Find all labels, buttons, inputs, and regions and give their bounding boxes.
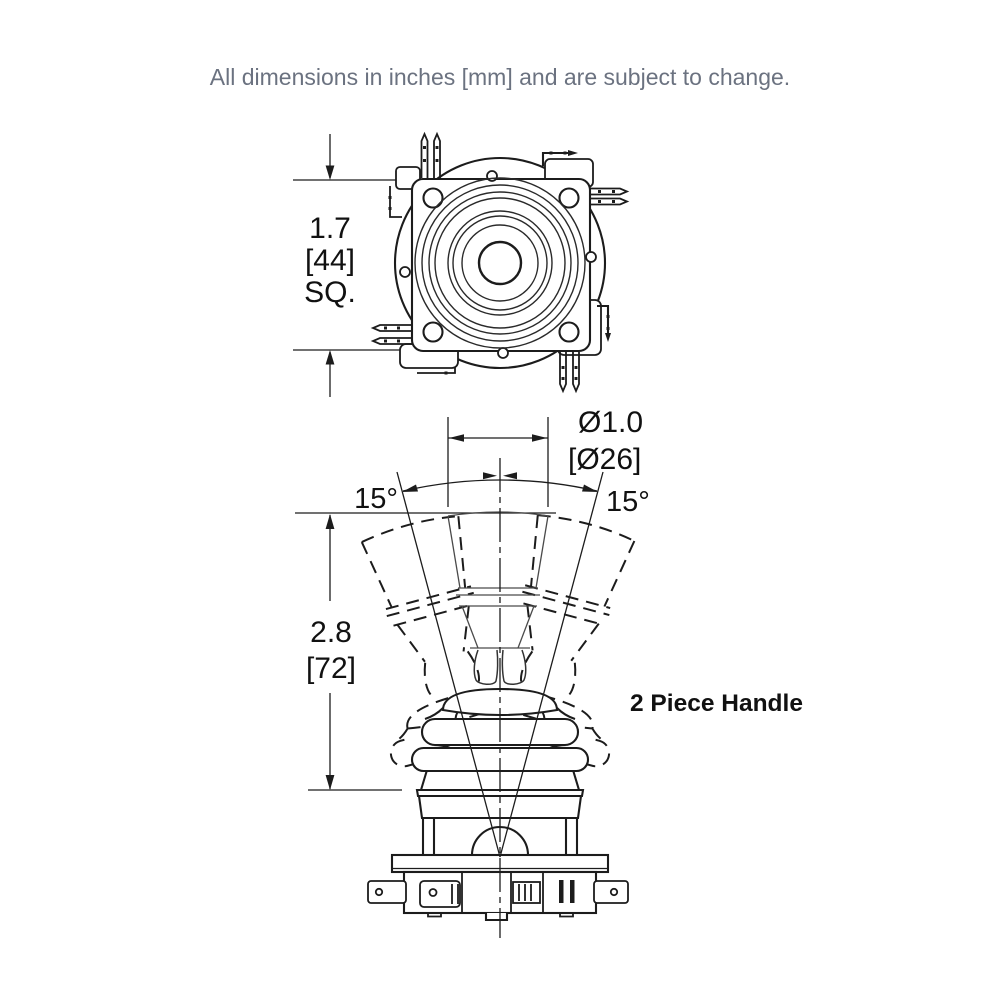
handle-center xyxy=(447,511,549,685)
flange-corner-holes xyxy=(422,187,580,343)
diameter-dimension xyxy=(447,417,549,507)
base-assembly xyxy=(367,788,629,922)
rubber-boot xyxy=(410,687,590,791)
construction-lines xyxy=(396,458,604,938)
side-view-texts: Ø1.0 [Ø26] 15° 15° 2.8 [72] 2 Piece Hand… xyxy=(306,406,803,717)
top-view: 1.7 [44] SQ. xyxy=(293,131,630,397)
dim-square-mm: [44] xyxy=(305,244,355,277)
center-bore xyxy=(477,240,523,286)
terminal-pins xyxy=(370,131,630,394)
handle-type-label: 2 Piece Handle xyxy=(630,690,803,717)
dim-height-mm: [72] xyxy=(306,652,356,685)
dim-square-text: 1.7 [44] SQ. xyxy=(304,212,356,309)
dimensions-note: All dimensions in inches [mm] and are su… xyxy=(209,64,791,90)
side-view: Ø1.0 [Ø26] 15° 15° 2.8 [72] 2 Piece Hand… xyxy=(295,406,803,938)
dim-diameter-mm: [Ø26] xyxy=(568,443,641,476)
dim-height-inches: 2.8 xyxy=(310,616,352,649)
dim-square-suffix: SQ. xyxy=(304,276,356,309)
dim-diameter-inches: Ø1.0 xyxy=(578,406,643,439)
height-dimension xyxy=(295,512,556,791)
dim-square-inches: 1.7 xyxy=(309,212,351,245)
concentric-rings xyxy=(414,177,586,349)
angle-left-label: 15° xyxy=(354,483,398,515)
angle-right-label: 15° xyxy=(606,486,650,518)
top-view-dimension-lines xyxy=(293,134,441,397)
